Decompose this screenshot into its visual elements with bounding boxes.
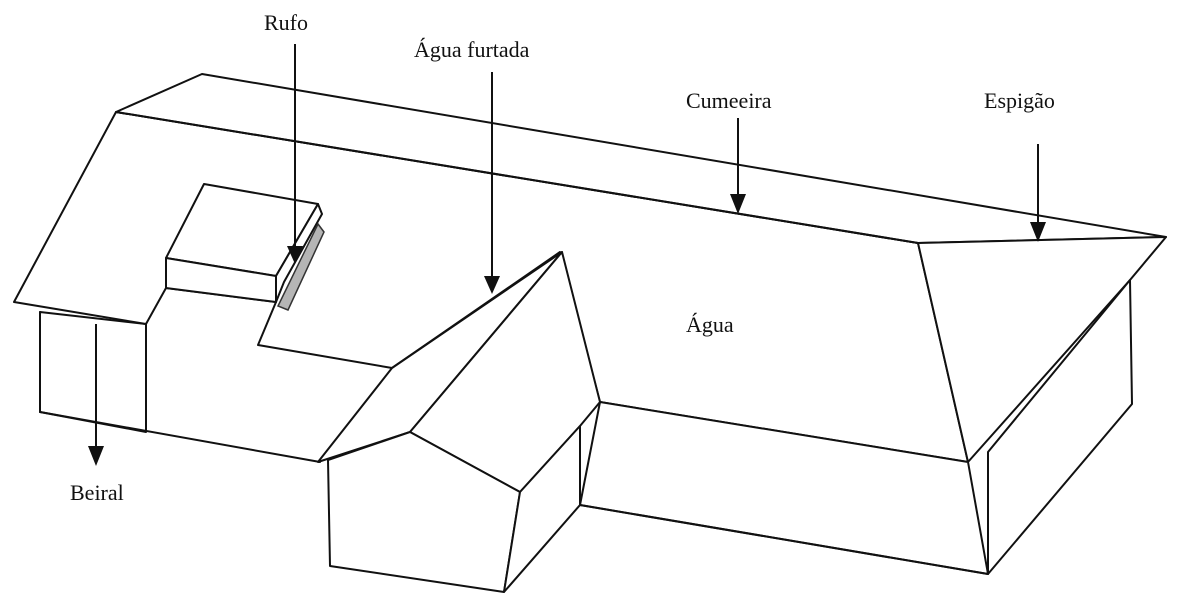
gable-side-wall [503, 425, 581, 593]
label-cumeeira: Cumeeira [686, 88, 772, 113]
label-agua-furtada: Água furtada [414, 37, 530, 62]
left-wing-wall-base [39, 411, 321, 463]
rufo-arrow [287, 44, 303, 264]
label-beiral: Beiral [70, 480, 124, 505]
beiral-arrow [88, 324, 104, 466]
label-agua: Água [686, 312, 734, 337]
right-wall-base [579, 504, 989, 575]
agua-furtada-arrow [484, 72, 500, 294]
espigao-arrow [1030, 144, 1046, 242]
ridge-line [115, 111, 919, 244]
cumeeira-arrow [730, 118, 746, 214]
label-espigao: Espigão [984, 88, 1055, 113]
rufo-flashing [276, 222, 325, 311]
right-side-wall [987, 279, 1133, 575]
label-rufo: Rufo [264, 10, 308, 35]
